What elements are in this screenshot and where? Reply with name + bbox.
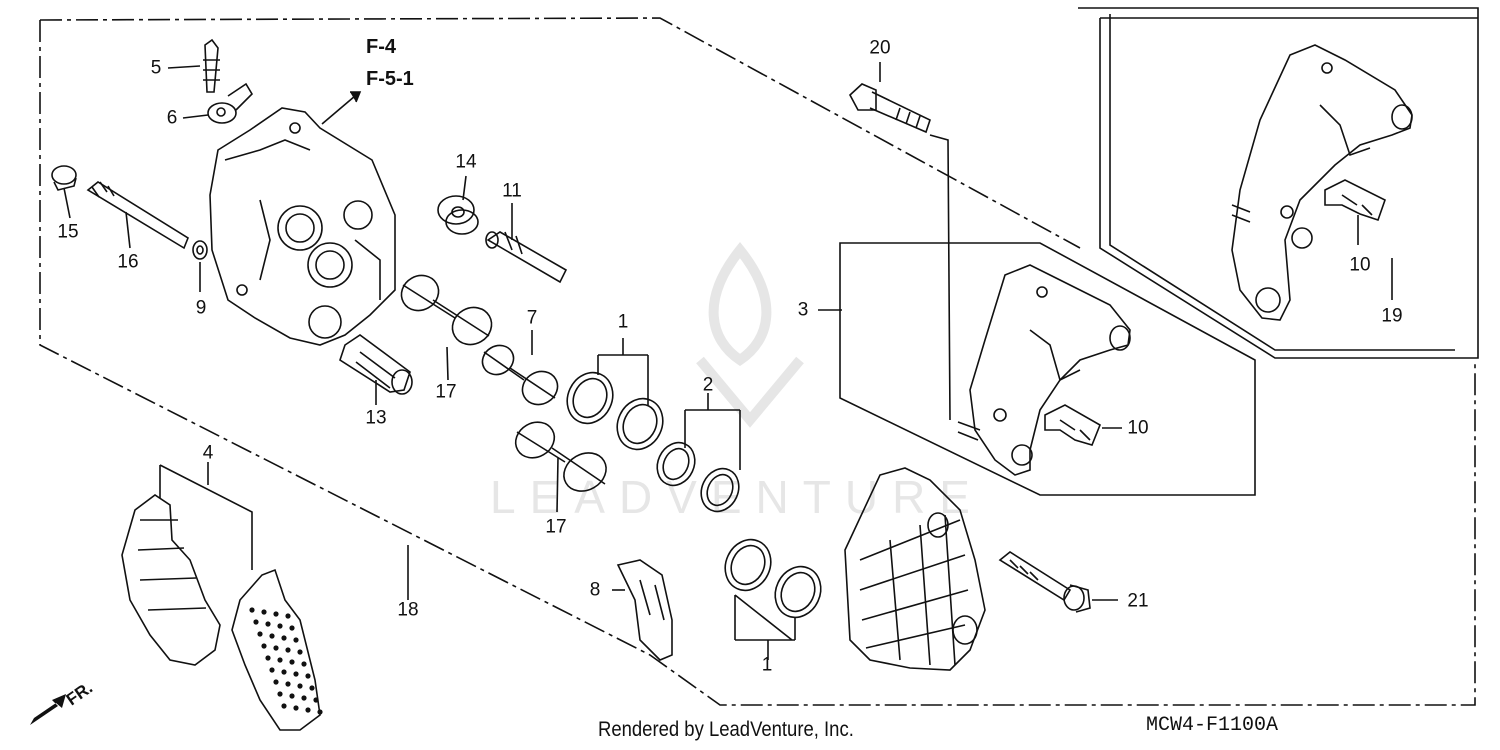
brake-pad-inner (121, 494, 221, 666)
pad-hole (277, 691, 283, 697)
pad-hole (257, 631, 263, 637)
diagram-code: MCW4-F1100A (1146, 714, 1279, 737)
pad-hole (309, 685, 315, 691)
callout-2: 2 (702, 374, 714, 396)
pad-hole (305, 673, 311, 679)
render-credit: Rendered by LeadVenture, Inc. (598, 718, 854, 741)
caliper-pin (485, 231, 568, 284)
callout-15: 15 (57, 221, 79, 243)
pad-hole (285, 647, 291, 653)
callout-8: 8 (589, 579, 601, 601)
callout-4: 4 (202, 442, 214, 464)
pad-hole (317, 709, 323, 715)
pad-hole (265, 621, 271, 627)
callout-3: 3 (797, 299, 809, 321)
bracket-clip-lower (1044, 404, 1102, 446)
watermark-logo (696, 241, 804, 428)
pad-hole (273, 645, 279, 651)
pad-spring (616, 559, 673, 661)
callout-9: 9 (195, 297, 207, 319)
inset-box-outline (1078, 7, 1479, 359)
callout-10a: 10 (1349, 254, 1371, 276)
callout-20: 20 (869, 37, 891, 59)
pad-hole (285, 613, 291, 619)
callout-17a: 17 (435, 381, 457, 403)
brake-pad-outer (231, 568, 321, 731)
callout-16: 16 (117, 251, 139, 273)
callout-14: 14 (455, 151, 477, 173)
callout-5: 5 (150, 57, 162, 79)
slide-boot (339, 334, 413, 395)
pad-hole (261, 609, 267, 615)
callout-11: 11 (502, 180, 522, 202)
callout-19: 19 (1381, 305, 1403, 327)
pad-hole (289, 625, 295, 631)
pad-hole (297, 683, 303, 689)
callout-17b: 17 (545, 516, 567, 538)
bleeder-screw (203, 38, 220, 93)
pad-hole (313, 697, 319, 703)
callout-7: 7 (526, 307, 538, 329)
pad-hole (289, 693, 295, 699)
pad-hole (285, 681, 291, 687)
pad-hole (289, 659, 295, 665)
callout-21: 21 (1127, 590, 1149, 612)
callout-1a: 1 (617, 311, 629, 333)
pin-boot (437, 195, 479, 235)
pad-hole (277, 623, 283, 629)
pad-hole (293, 637, 299, 643)
slide-pin (86, 181, 189, 250)
piston-upper (400, 274, 493, 346)
pad-hole (273, 679, 279, 685)
front-direction-arrow (30, 694, 66, 725)
caliper-body (209, 107, 396, 346)
piston-lower (514, 421, 607, 492)
caliper-assembly-outline (39, 17, 1476, 706)
callout-6: 6 (166, 107, 178, 129)
caliper-outer-half (844, 467, 986, 671)
pad-hole (261, 643, 267, 649)
dust-seals (656, 441, 740, 513)
washer (192, 240, 208, 260)
callout-10b: 10 (1127, 417, 1149, 439)
pad-hole (269, 667, 275, 673)
pad-hole (305, 707, 311, 713)
pad-hole (281, 669, 287, 675)
reference-f5-1: F-5-1 (366, 68, 414, 90)
callout-18: 18 (397, 599, 419, 621)
pad-hole (301, 695, 307, 701)
caliper-bracket (957, 264, 1131, 476)
bracket-clip-upper (1324, 179, 1386, 222)
pad-hole (281, 635, 287, 641)
pad-hole (265, 655, 271, 661)
callout-1b: 1 (761, 654, 773, 676)
piston-small (481, 344, 559, 406)
piston-seals-lower (724, 538, 822, 619)
pad-hole (277, 657, 283, 663)
pad-hole (281, 703, 287, 709)
pad-hole (249, 607, 255, 613)
piston-seals-upper (566, 371, 664, 451)
pad-hole (297, 649, 303, 655)
brake-pad-outer-holes (249, 607, 323, 715)
pad-hole (293, 671, 299, 677)
pad-hole (293, 705, 299, 711)
inset-bracket (1231, 44, 1413, 321)
mount-bolt-upper (849, 83, 931, 134)
reference-f4: F-4 (366, 36, 396, 58)
callout-13: 13 (365, 407, 387, 429)
mount-bolt-lower (998, 551, 1091, 613)
bleeder-cap (207, 82, 254, 124)
pad-hole (301, 661, 307, 667)
pin-plug (51, 165, 77, 191)
pad-hole (253, 619, 259, 625)
pad-hole (269, 633, 275, 639)
bracket-assembly-outline (839, 242, 1256, 496)
pad-hole (273, 611, 279, 617)
